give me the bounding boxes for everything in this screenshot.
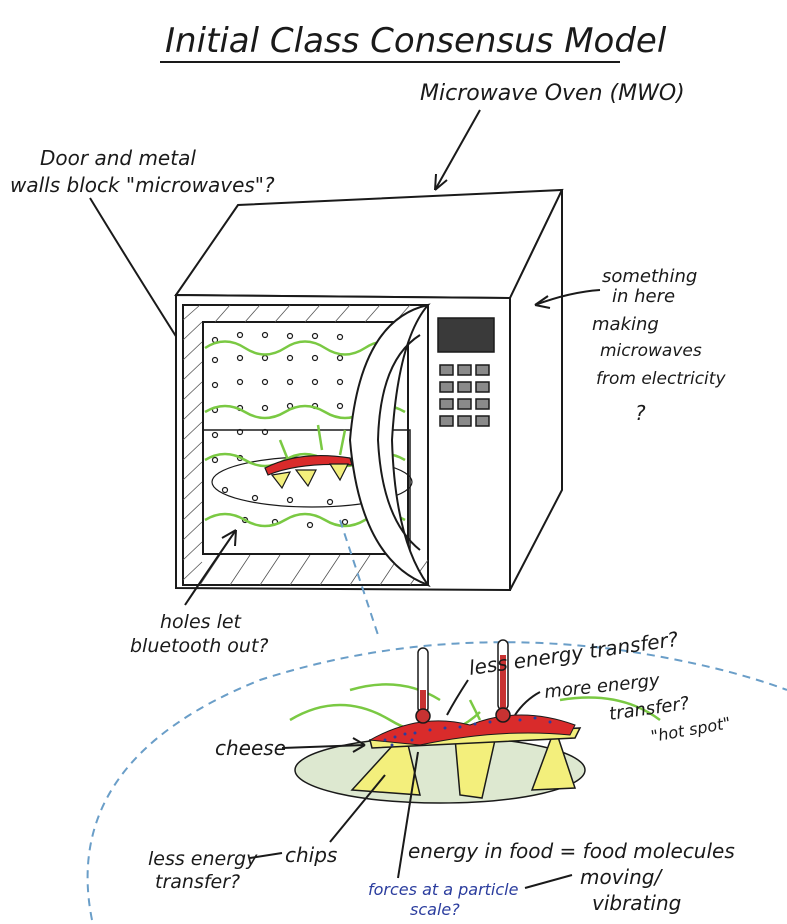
energy-food-line2: moving/ xyxy=(580,865,663,889)
more-energy-arrow xyxy=(514,691,541,716)
holes-label-1: holes let xyxy=(160,611,243,633)
holes-arrow-head xyxy=(221,529,237,547)
holes-arrow xyxy=(184,529,237,606)
something-label-1: something xyxy=(602,266,697,287)
chips-label: chips xyxy=(285,843,337,867)
cheese-arrow-head xyxy=(352,737,366,753)
chip-right xyxy=(530,725,577,791)
something-label-2: in here xyxy=(612,286,675,307)
cheese-label: cheese xyxy=(215,736,286,760)
microwave-top xyxy=(174,188,564,300)
cheese-arrow xyxy=(281,744,366,749)
less-energy-arrow xyxy=(446,679,469,716)
cavity-holes xyxy=(211,331,384,529)
mwo-label: Microwave Oven (MWO) xyxy=(420,81,685,106)
wall-hatching xyxy=(182,304,429,586)
door-walls-label-line2: walls block "microwaves"? xyxy=(10,173,275,197)
door-walls-label-line1: Door and metal xyxy=(40,146,196,170)
less-energy-bottom-arrow xyxy=(249,852,283,859)
zoom-connector xyxy=(339,519,379,636)
energy-food-arrow xyxy=(524,874,573,889)
something-arrow-head xyxy=(534,295,551,309)
chips-arrow xyxy=(329,774,386,843)
forces-line2: scale? xyxy=(410,900,460,919)
something-label-6: ? xyxy=(635,401,646,425)
energy-food-line3: vibrating xyxy=(592,891,681,915)
microwave-door xyxy=(348,303,431,588)
cavity-frame xyxy=(182,304,429,586)
control-panel xyxy=(437,317,495,427)
energy-food-line1: energy in food = food molecules xyxy=(408,839,735,863)
something-label-4: microwaves xyxy=(600,341,702,361)
microwave-oven xyxy=(174,188,564,592)
something-arrow xyxy=(534,289,601,306)
forces-arrow xyxy=(397,751,419,879)
less-energy-bottom-1: less energy xyxy=(148,848,258,870)
page-title: Initial Class Consensus Model xyxy=(165,21,667,61)
more-energy-line3: "hot spot" xyxy=(649,713,732,746)
something-label-3: making xyxy=(592,314,659,335)
more-energy-line2: transfer? xyxy=(608,693,691,725)
display-panel xyxy=(437,317,495,353)
holes-label-2: bluetooth out? xyxy=(130,635,269,657)
chip-left xyxy=(350,730,421,796)
less-energy-bottom-2: transfer? xyxy=(155,871,240,893)
mwo-arrow xyxy=(434,109,481,191)
forces-line1: forces at a particle xyxy=(368,880,519,899)
zoom-circle xyxy=(86,641,787,921)
particles-zoom xyxy=(383,716,552,747)
thermometer-left xyxy=(415,647,431,724)
mwo-arrow-head xyxy=(434,173,448,191)
something-label-5: from electricity xyxy=(596,369,726,389)
thermometer-right xyxy=(495,639,511,723)
